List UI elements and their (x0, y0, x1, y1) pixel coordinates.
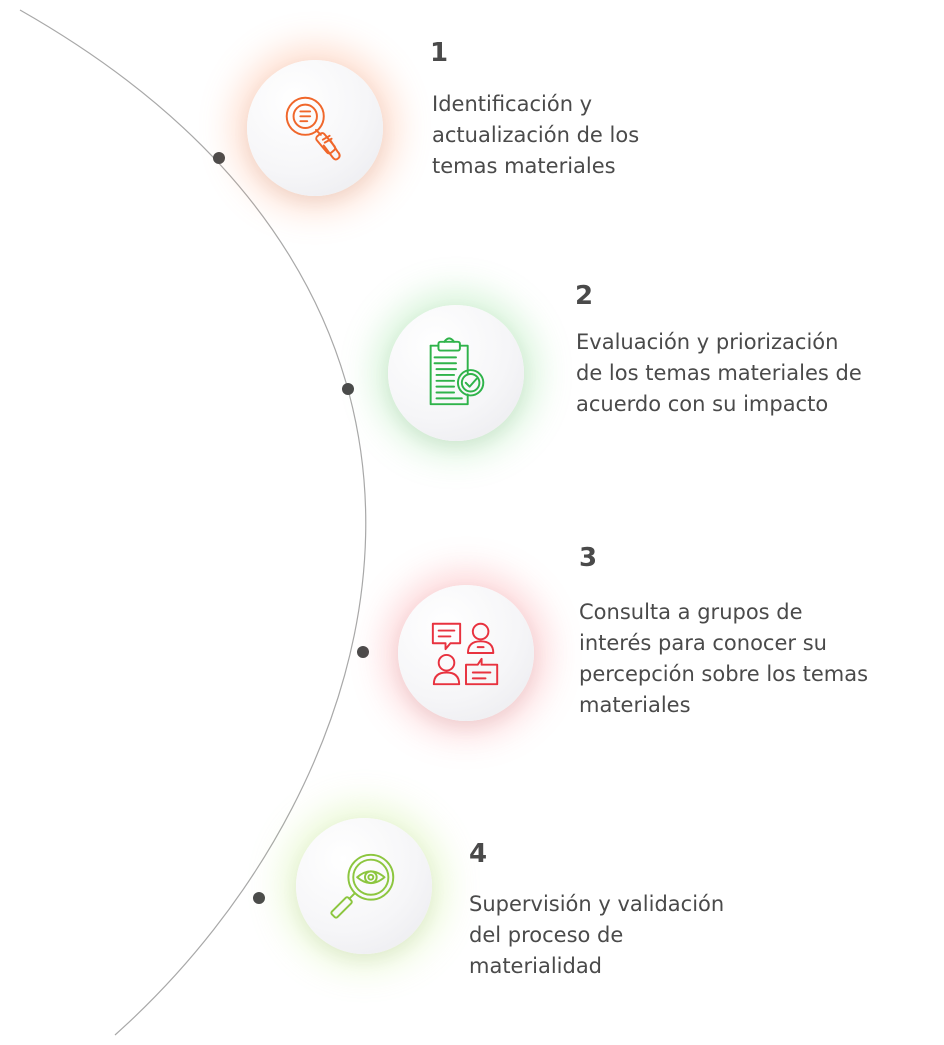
timeline-dot-1 (213, 152, 225, 164)
step-4-number: 4 (469, 839, 488, 869)
clipboard-check-icon (429, 337, 485, 406)
step-2-line-1: Evaluación y priorización (576, 330, 839, 354)
timeline-dot-2 (342, 383, 354, 395)
step-1-number: 1 (430, 38, 449, 68)
magnifier-document-icon (285, 96, 341, 161)
step-3-line-2: interés para conocer su (579, 631, 827, 655)
step-3-line-4: materiales (579, 693, 691, 717)
step-4-description: Supervisión y validación del proceso de … (469, 889, 724, 982)
step-1-line-1: Identificación y (432, 92, 593, 116)
step-4-line-1: Supervisión y validación (469, 892, 725, 916)
step-2-number: 2 (575, 281, 594, 311)
timeline-dot-3 (357, 646, 369, 658)
timeline-curve (19, 9, 367, 1036)
people-chat-icon (431, 622, 499, 686)
step-1-line-3: temas materiales (432, 154, 616, 178)
step-4-line-2: del proceso de (469, 923, 624, 947)
step-2-line-2: de los temas materiales de (576, 361, 862, 385)
step-3-line-1: Consulta a grupos de (579, 600, 803, 624)
step-3-badge (398, 585, 534, 721)
step-4-badge (296, 818, 432, 954)
step-1-description: Identificación y actualización de los te… (432, 89, 639, 182)
step-1-line-2: actualización de los (432, 123, 640, 147)
step-3-description: Consulta a grupos de interés para conoce… (579, 597, 868, 721)
timeline-dot-4 (253, 892, 265, 904)
step-1-badge (247, 60, 383, 196)
step-2-line-3: acuerdo con su impacto (576, 392, 829, 416)
step-2-description: Evaluación y priorización de los temas m… (576, 327, 862, 420)
step-3-number: 3 (579, 543, 598, 573)
step-2-badge (388, 305, 524, 441)
step-3-line-3: percepción sobre los temas (579, 662, 869, 686)
step-4-line-3: materialidad (469, 954, 603, 978)
magnifier-eye-icon (330, 853, 395, 919)
